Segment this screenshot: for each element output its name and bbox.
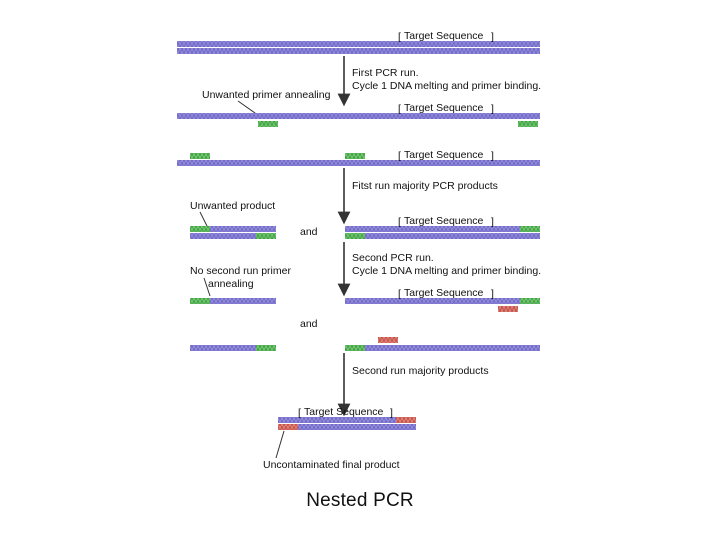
and-label: and [300, 318, 318, 330]
svg-text:[: [ [398, 150, 401, 162]
target-sequence-label: Target Sequence [404, 287, 484, 299]
target-sequence-bracket: [ Target Sequence ] [398, 30, 494, 43]
second-primer [498, 306, 518, 312]
pointer-line [199, 211, 209, 229]
dna-strand [177, 160, 540, 166]
wanted-product [345, 226, 540, 239]
target-sequence-label: Target Sequence [404, 30, 484, 42]
svg-text:[: [ [398, 103, 401, 115]
svg-text:]: ] [491, 103, 494, 115]
first-primer [190, 153, 210, 159]
and-label: and [300, 226, 318, 238]
target-sequence-label: Target Sequence [404, 102, 484, 114]
svg-text:]: ] [491, 288, 494, 300]
wanted-strand [345, 298, 540, 312]
svg-text:]: ] [491, 31, 494, 43]
svg-text:]: ] [390, 407, 393, 419]
target-sequence-label: Target Sequence [304, 406, 384, 418]
pointer-line [203, 277, 211, 297]
svg-text:[: [ [298, 407, 301, 419]
no-second-annealing-label-1: No second run primer [190, 265, 291, 277]
step1-label-line1: First PCR run. [352, 67, 419, 79]
final-product [278, 417, 416, 430]
unwanted-product [190, 226, 276, 239]
step1-label-line2: Cycle 1 DNA melting and primer binding. [352, 80, 541, 92]
target-sequence-label: Target Sequence [404, 149, 484, 161]
first-primer [258, 121, 278, 127]
unwanted-annealing-label: Unwanted primer annealing [202, 89, 331, 101]
pointer-line [275, 430, 285, 459]
svg-text:[: [ [398, 288, 401, 300]
svg-text:[: [ [398, 31, 401, 43]
original-dna [177, 41, 540, 54]
step2-label-line2: Cycle 1 DNA melting and primer binding. [352, 265, 541, 277]
svg-text:[: [ [398, 216, 401, 228]
figure-caption: Nested PCR [306, 490, 414, 511]
unwanted-strand [190, 298, 276, 304]
second-primer [378, 337, 398, 343]
wanted-strand [345, 337, 540, 351]
dna-strand-top [177, 41, 540, 47]
svg-text:]: ] [491, 216, 494, 228]
first-primer [518, 121, 538, 127]
target-sequence-label: Target Sequence [404, 215, 484, 227]
final-product-label: Uncontaminated final product [263, 459, 400, 471]
dna-strand-bottom [177, 48, 540, 54]
svg-text:]: ] [491, 150, 494, 162]
dna-strand [177, 113, 540, 119]
second-products-label: Second run majority products [352, 365, 489, 377]
first-primer [345, 153, 365, 159]
no-second-annealing-label-2: annealing [208, 278, 254, 290]
unwanted-strand [190, 345, 276, 351]
unwanted-product-label: Unwanted product [190, 200, 275, 212]
step2-label-line1: Second PCR run. [352, 252, 434, 264]
first-products-label: Fitst run majority PCR products [352, 180, 498, 192]
